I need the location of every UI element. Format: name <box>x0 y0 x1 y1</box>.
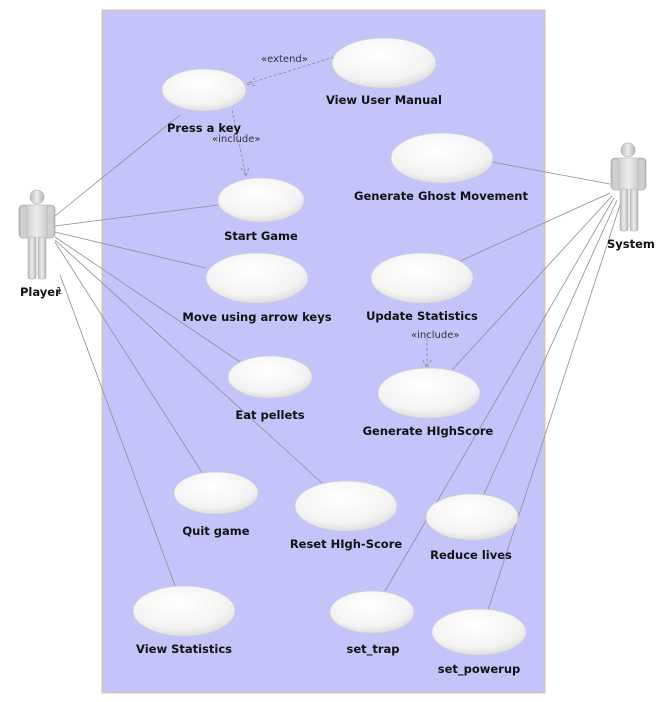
use-case-label: Press a key <box>167 121 241 135</box>
use-case-label: set_trap <box>346 642 399 657</box>
use-case-move-arrow-keys[interactable]: Move using arrow keys <box>182 252 332 324</box>
use-case-oval <box>390 132 494 184</box>
use-case-view-statistics[interactable]: View Statistics <box>132 585 236 656</box>
actor-figure-icon <box>18 189 56 280</box>
include-stereotype-highscore: «include» <box>411 330 459 341</box>
system-associations <box>384 161 622 611</box>
assoc-system-reduce <box>483 199 618 495</box>
assoc-system-highscore <box>451 195 613 371</box>
assoc-player-eat <box>54 236 241 363</box>
use-case-oval <box>329 590 415 634</box>
assoc-player-quit <box>54 241 204 475</box>
use-case-label: Update Statistics <box>366 309 478 323</box>
include-stereotype-start: «include» <box>212 134 260 145</box>
use-case-oval <box>425 493 519 541</box>
use-case-label: Start Game <box>224 229 298 243</box>
use-case-press-key[interactable]: Press a key <box>161 68 247 135</box>
use-case-oval <box>132 585 236 637</box>
use-case-start-game[interactable]: Start Game <box>217 177 305 243</box>
use-case-oval <box>294 480 398 532</box>
use-case-oval <box>217 177 305 223</box>
use-case-oval <box>331 37 437 89</box>
use-case-label: Generate Ghost Movement <box>354 189 528 203</box>
assoc-player-view-stats <box>59 274 177 589</box>
player-associations <box>54 114 323 589</box>
actor-system[interactable]: System <box>607 142 655 251</box>
use-case-label: Generate HIghScore <box>363 424 494 438</box>
use-case-view-manual[interactable]: View User Manual <box>326 37 442 107</box>
dependencies <box>231 56 432 369</box>
use-case-set-trap[interactable]: set_trap <box>329 590 415 657</box>
extend-dependency <box>246 56 335 85</box>
extend-stereotype: «extend» <box>261 54 308 65</box>
use-case-reset-highscore[interactable]: Reset HIgh-Score <box>290 480 403 551</box>
assoc-player-reset <box>54 239 323 484</box>
use-case-label: View Statistics <box>136 642 232 656</box>
use-case-oval <box>161 68 247 112</box>
use-case-quit-game[interactable]: Quit game <box>173 471 259 538</box>
actor-name: System <box>607 237 655 251</box>
include-dependency-start <box>231 109 247 177</box>
assoc-system-ghost <box>491 161 611 185</box>
assoc-system-powerup <box>487 201 622 611</box>
use-case-label: set_powerup <box>438 662 521 677</box>
assoc-player-start-game <box>54 204 219 227</box>
actor-figure-icon <box>610 142 647 232</box>
use-case-oval <box>205 252 309 304</box>
use-case-oval <box>173 471 259 515</box>
use-case-generate-highscore[interactable]: Generate HIghScore <box>363 367 494 438</box>
use-case-label: Eat pellets <box>235 408 304 422</box>
use-case-reduce-lives[interactable]: Reduce lives <box>425 493 519 562</box>
use-case-label: Quit game <box>182 524 249 538</box>
assoc-player-move <box>54 231 207 269</box>
use-case-label: Reset HIgh-Score <box>290 537 403 551</box>
include-arrowhead-highscore <box>422 359 432 369</box>
assoc-player-press-key <box>54 114 181 217</box>
actor-name: Player <box>20 285 61 299</box>
actor-player[interactable]: Player 1 <box>18 189 62 299</box>
use-case-oval <box>377 367 481 419</box>
include-arrowhead-start <box>240 166 250 177</box>
system-boundary <box>101 9 546 694</box>
use-case-label: Move using arrow keys <box>182 310 331 324</box>
use-case-label: Reduce lives <box>430 548 512 562</box>
use-case-oval <box>370 252 474 304</box>
assoc-system-trap <box>384 197 615 592</box>
use-case-update-statistics[interactable]: Update Statistics <box>366 252 478 323</box>
use-case-oval <box>431 608 527 656</box>
use-case-generate-ghost-movement[interactable]: Generate Ghost Movement <box>354 132 528 203</box>
actor-multiplicity: 1 <box>56 286 62 297</box>
use-case-oval <box>227 355 313 399</box>
use-case-eat-pellets[interactable]: Eat pellets <box>227 355 313 422</box>
extend-arrowhead <box>246 77 258 87</box>
use-case-set-powerup[interactable]: set_powerup <box>431 608 527 677</box>
assoc-system-update <box>457 192 611 263</box>
use-case-label: View User Manual <box>326 93 442 107</box>
